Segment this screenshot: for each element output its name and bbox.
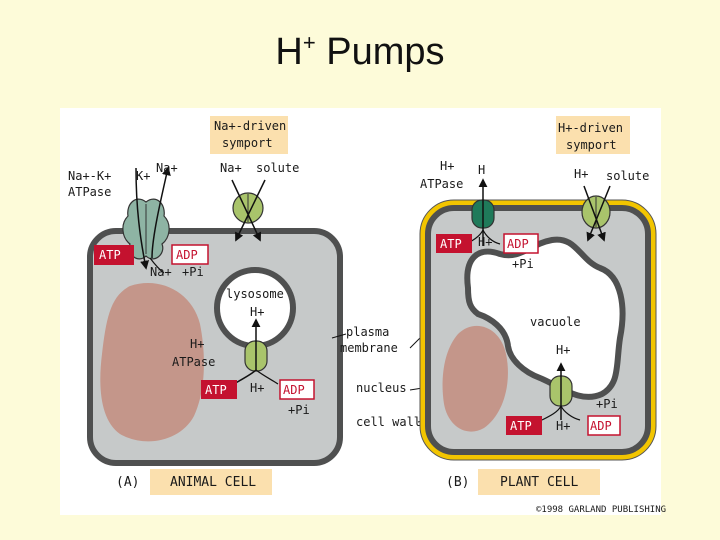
k-ion-label: K+ — [136, 169, 150, 183]
slide-title: H+ Pumps — [0, 30, 720, 74]
plant-solute-label: solute — [606, 169, 649, 183]
animal-atp2-box — [201, 380, 237, 399]
na-ion-top-label: Na+ — [156, 161, 178, 175]
diagram-panel: Na+-driven symport Na+-K+ ATPase K+ Na+ … — [60, 108, 666, 515]
animal-h-atpase-label-line2: ATPase — [172, 355, 215, 369]
plant-atp2-label: ATP — [510, 419, 532, 433]
plant-h-in-label: H+ — [478, 235, 492, 249]
nucleus-label: nucleus — [356, 381, 407, 395]
plant-h-symport-pump — [581, 195, 611, 229]
plant-h-symport-ion-label: H+ — [574, 167, 588, 181]
animal-pi2-label: +Pi — [288, 403, 310, 417]
animal-adp-box — [171, 244, 209, 265]
plant-adp2-box — [587, 415, 621, 436]
plant-nucleus — [442, 325, 508, 432]
plant-adp-box — [503, 233, 539, 254]
na-symport-label-box — [210, 116, 288, 154]
plant-cell-name: PLANT CELL — [500, 475, 578, 490]
vacuole-h-label: H+ — [556, 343, 570, 357]
plant-atp-label: ATP — [440, 237, 462, 251]
animal-h-atpase-label-line1: H+ — [190, 337, 204, 351]
plant-h-out-label: H — [478, 163, 485, 177]
plant-h-atpase-label-line2: ATPase — [420, 177, 463, 191]
animal-cell-name-box — [150, 469, 272, 495]
na-k-atpase-label-line1: Na+-K+ — [68, 169, 111, 183]
plant-adp2-label: ADP — [590, 419, 612, 433]
title-sup: + — [302, 30, 316, 55]
plant-cell-name-box — [478, 469, 600, 495]
h-symport-label-box — [556, 116, 630, 154]
animal-adp-label: ADP — [176, 248, 198, 262]
animal-panel-letter: (A) — [116, 475, 139, 490]
na-k-atpase-label-line2: ATPase — [68, 185, 111, 199]
h-symport-label-line1: H+-driven — [558, 121, 623, 135]
cell-wall-label: cell wall — [356, 415, 421, 429]
na-ion-bottom-label: Na+ — [150, 265, 172, 279]
plant-adp-label: ADP — [507, 237, 529, 251]
animal-pi-label: +Pi — [182, 265, 204, 279]
plant-pi-label: +Pi — [512, 257, 534, 271]
plant-pi2-label: +Pi — [596, 397, 618, 411]
copyright-label: ©1998 GARLAND PUBLISHING — [536, 505, 666, 515]
plant-h-atpase-label-line1: H+ — [440, 159, 454, 173]
na-symport-pump — [232, 192, 264, 224]
animal-solute-label: solute — [256, 161, 299, 175]
plant-panel-letter: (B) — [446, 475, 469, 490]
na-symport-label-line2: symport — [222, 136, 273, 150]
animal-adp2-box — [279, 379, 315, 400]
animal-atp-label: ATP — [99, 248, 121, 262]
na-symport-label-line1: Na+-driven — [214, 119, 286, 133]
plasma-membrane-label-line2: membrane — [340, 341, 398, 355]
na-symport-ion-label: Na+ — [220, 161, 242, 175]
title-rest: Pumps — [315, 31, 445, 73]
animal-atp-box — [94, 245, 134, 265]
animal-atp2-label: ATP — [205, 383, 227, 397]
lysosome-h-label: H+ — [250, 305, 264, 319]
lysosome-label: lysosome — [226, 287, 284, 301]
animal-adp2-label: ADP — [283, 383, 305, 397]
animal-h2-label: H+ — [250, 381, 264, 395]
animal-cell-name: ANIMAL CELL — [170, 475, 256, 490]
plant-h2-label: H+ — [556, 419, 570, 433]
plant-atp-box — [436, 234, 472, 253]
h-symport-label-line2: symport — [566, 138, 617, 152]
plasma-membrane-label-line1: plasma — [346, 325, 389, 339]
vacuole-label: vacuole — [530, 315, 581, 329]
diagram-svg: Na+-driven symport Na+-K+ ATPase K+ Na+ … — [68, 116, 666, 515]
title-main: H — [275, 31, 303, 73]
animal-nucleus — [100, 283, 204, 442]
plant-atp2-box — [506, 416, 542, 435]
